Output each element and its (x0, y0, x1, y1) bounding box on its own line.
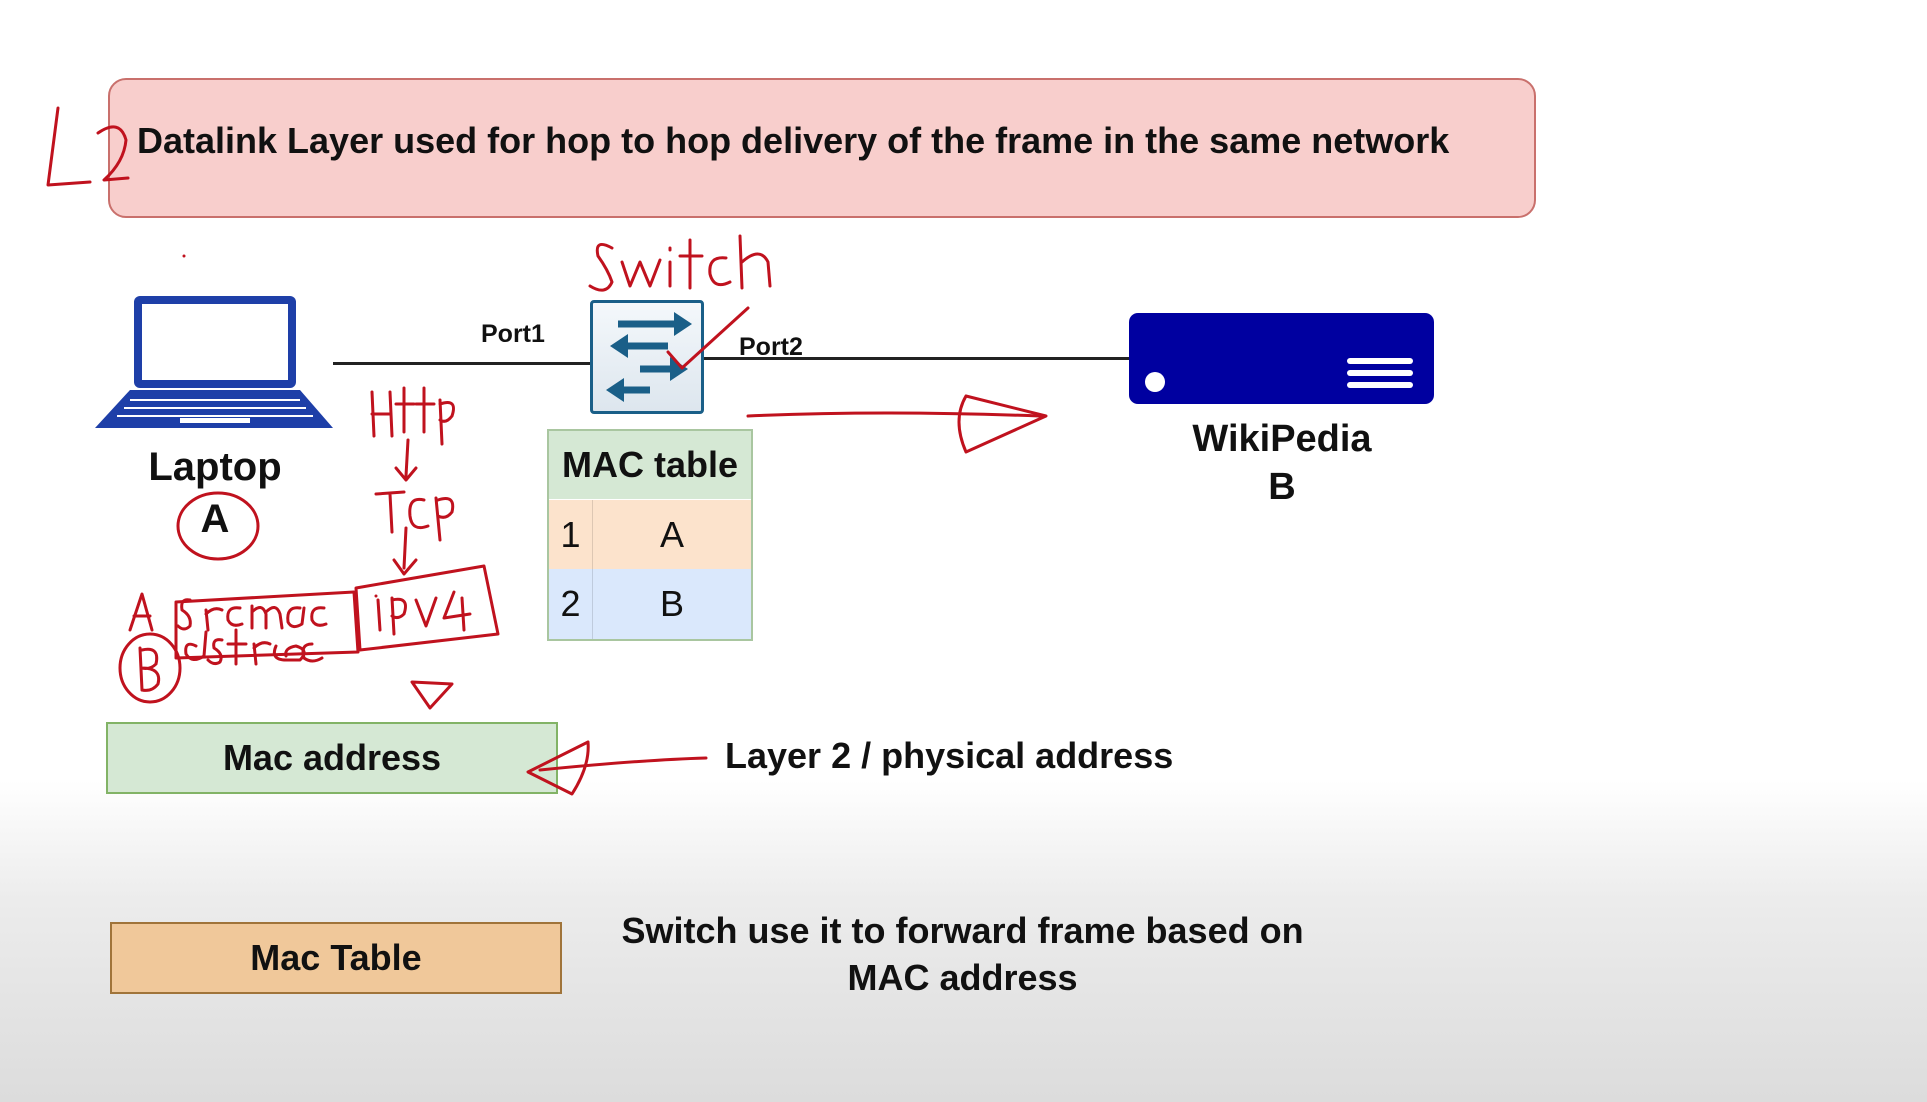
port1-label: Port1 (481, 320, 545, 348)
mac-table-port: 1 (560, 514, 581, 555)
mac-table-host: B (659, 583, 684, 624)
link-switch-server (704, 357, 1130, 360)
mac-table (547, 429, 753, 641)
server-letter: B (1268, 466, 1296, 508)
mac-table-host: A (659, 514, 684, 555)
mac-table-description-line1: Switch use it to forward frame based on (621, 910, 1304, 951)
switch-device (590, 300, 704, 414)
mac-table-description-line2: MAC address (847, 957, 1078, 998)
mac-address-description: Layer 2 / physical address (725, 735, 1174, 776)
banner-text: Datalink Layer used for hop to hop deliv… (137, 120, 1450, 161)
server-label: WikiPedia (1192, 418, 1372, 460)
link-laptop-switch (333, 362, 591, 365)
mac-table-title: MAC table (549, 431, 751, 499)
mac-table-box: Mac Table (110, 922, 562, 994)
title-banner (108, 78, 1536, 218)
laptop-letter: A (200, 497, 230, 541)
mac-table-row: 2 B (549, 569, 751, 639)
port2-label: Port2 (739, 333, 803, 361)
laptop-label: Laptop (148, 445, 282, 489)
mac-table-row: 1 A (549, 500, 751, 570)
mac-address-box: Mac address (106, 722, 558, 794)
mac-table-port: 2 (560, 583, 581, 624)
